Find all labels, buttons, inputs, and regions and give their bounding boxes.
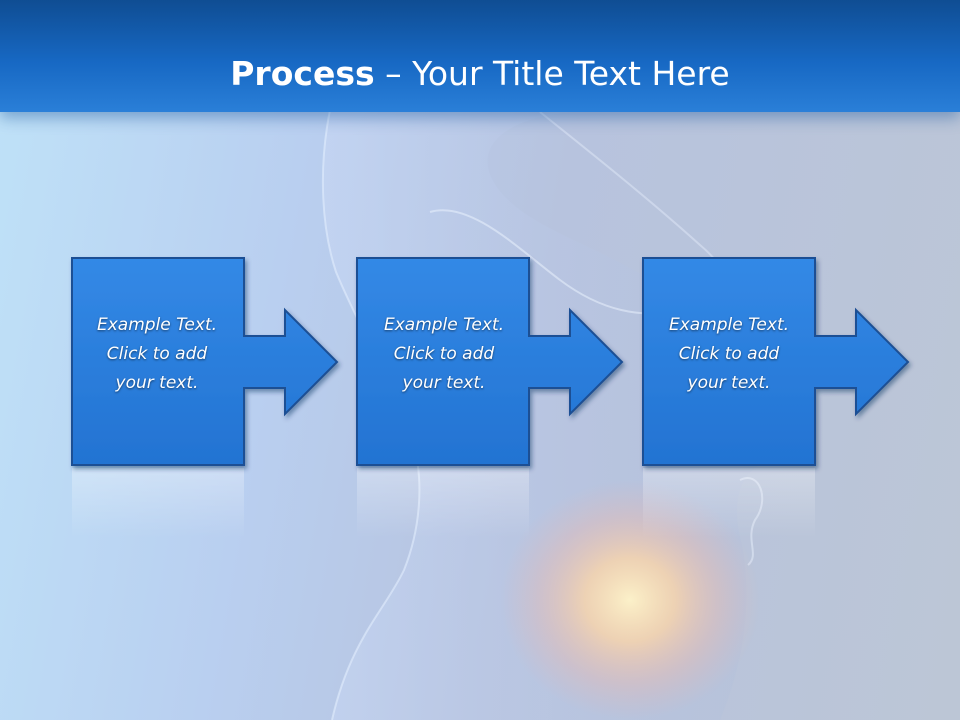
step-3-line-1: Example Text.: [668, 315, 790, 335]
step-3-line-2: Click to add: [678, 344, 780, 364]
slide-title-rest: – Your Title Text Here: [374, 54, 730, 93]
step-3-arrow-box: [642, 257, 910, 466]
process-step-2[interactable]: [356, 257, 624, 538]
step-2-line-1: Example Text.: [383, 315, 505, 335]
step-2-line-3: your text.: [402, 373, 486, 393]
step-3-line-3: your text.: [687, 373, 771, 393]
process-step-3[interactable]: [642, 257, 910, 538]
step-1-text[interactable]: Example Text. Click to add your text.: [70, 311, 244, 398]
slide-title-bold: Process: [230, 54, 375, 93]
slide-title[interactable]: Process – Your Title Text Here: [0, 52, 960, 96]
step-3-text[interactable]: Example Text. Click to add your text.: [642, 311, 816, 398]
step-1-arrow-box: [71, 257, 339, 466]
step-2-line-2: Click to add: [393, 344, 495, 364]
step-1-line-3: your text.: [115, 373, 199, 393]
step-2-arrow-box: [356, 257, 624, 466]
step-3-reflection: [643, 468, 815, 538]
step-2-reflection: [357, 468, 529, 538]
process-step-1[interactable]: [71, 257, 339, 538]
step-2-text[interactable]: Example Text. Click to add your text.: [357, 311, 531, 398]
step-1-line-1: Example Text.: [96, 315, 218, 335]
step-1-line-2: Click to add: [106, 344, 208, 364]
title-bar: [0, 0, 960, 112]
step-1-reflection: [72, 468, 244, 538]
